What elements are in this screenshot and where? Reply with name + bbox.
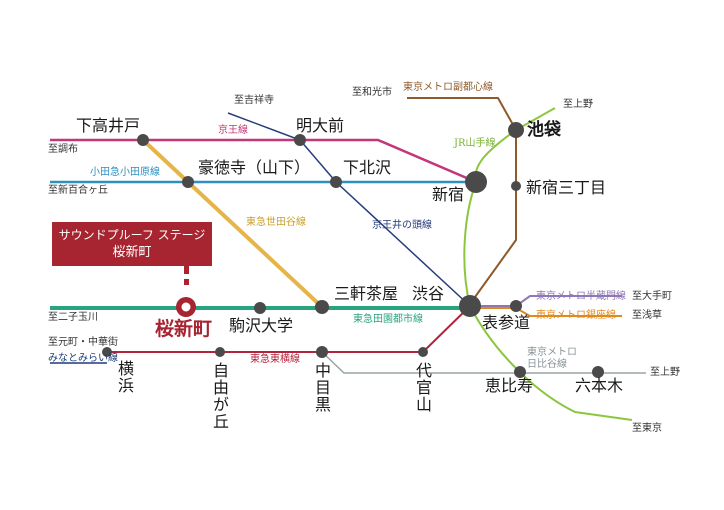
dest-otemachi: 至大手町 [632, 291, 672, 302]
dest-motomachi: 至元町・中華街 [48, 337, 118, 348]
dest-tokyo: 至東京 [632, 423, 662, 434]
keio-line [50, 138, 477, 184]
label-nakameguro: 中目黒 [312, 362, 331, 413]
hanzomon-line [470, 295, 622, 307]
station-shinjuku [465, 171, 487, 193]
station-sangenjaya [315, 300, 329, 314]
line-label-keio: 京王線 [218, 125, 248, 136]
line-label-toyoko: 東急東横線 [250, 354, 300, 365]
station-ebisu [514, 366, 526, 378]
ginza-line [470, 307, 622, 317]
callout-title: サウンドプルーフ ステージ [58, 228, 206, 242]
callout-pointer-dot [184, 279, 189, 285]
station-nakameguro [316, 346, 328, 358]
line-label-yamanote: JR山手線 [454, 138, 496, 149]
dest-kichijoji: 至吉祥寺 [234, 95, 274, 106]
line-label-setagaya: 東急世田谷線 [246, 217, 306, 228]
label-roppongi: 六本木 [575, 376, 624, 395]
label-meidaimae: 明大前 [296, 116, 345, 135]
station-shimokitazawa [330, 176, 342, 188]
station-omotesando [510, 300, 522, 312]
label-omotesando: 表参道 [482, 313, 531, 332]
label-daikanyama: 代官山 [413, 362, 432, 413]
label-yokohama: 横浜 [115, 360, 134, 394]
label-shibuya: 渋谷 [412, 284, 445, 303]
callout-pointer [184, 266, 189, 274]
hibiya-line [321, 351, 646, 374]
label-sakurashinmachi: 桜新町 [155, 318, 213, 340]
label-shinjuku: 新宿 [432, 185, 465, 204]
line-label-denentoshi: 東急田園都市線 [353, 314, 423, 325]
label-shimokitazawa: 下北沢 [343, 158, 392, 177]
line-label-inokashira: 京王井の頭線 [372, 220, 432, 231]
station-shibuya [459, 295, 481, 317]
station-yokohama [102, 347, 112, 357]
station-shimotakaido [137, 134, 149, 146]
label-shimotakaido: 下高井戸 [76, 116, 141, 135]
label-jiyugaoka: 自由が丘 [210, 362, 229, 430]
station-ikebukuro [508, 122, 524, 138]
label-gotokuji: 豪徳寺（山下） [198, 158, 311, 177]
line-label-ginza: 東京メトロ銀座線 [536, 310, 616, 321]
station-jiyugaoka [215, 347, 225, 357]
dest-shinyurigaoka: 至新百合ヶ丘 [48, 185, 108, 196]
dest-wakoshi: 至和光市 [352, 87, 392, 98]
dest-chofu: 至調布 [48, 144, 78, 155]
station-shinjuku-sanchome [511, 181, 521, 191]
yamanote-line [463, 107, 633, 421]
label-komazawa: 駒沢大学 [229, 316, 294, 335]
inokashira-line [227, 112, 471, 307]
dest-futakotamagawa: 至二子玉川 [48, 312, 98, 323]
station-meidaimae [294, 134, 306, 146]
line-label-fukutoshin: 東京メトロ副都心線 [403, 82, 493, 93]
callout-station: 桜新町 [112, 245, 152, 260]
line-label-hanzomon: 東京メトロ半蔵門線 [536, 291, 626, 302]
line-label-minatomirai: みなとみらい線 [48, 353, 118, 364]
station-daikanyama [418, 347, 428, 357]
station-sakurashinmachi-inner [181, 302, 191, 312]
station-komazawa [254, 302, 266, 314]
station-gotokuji [182, 176, 194, 188]
label-ebisu: 恵比寿 [485, 376, 534, 395]
dest-asakusa: 至浅草 [632, 310, 662, 321]
dest-ueno-top: 至上野 [563, 99, 593, 110]
line-label-hibiya-2: 日比谷線 [527, 359, 567, 370]
property-callout: サウンドプルーフ ステージ 桜新町 [52, 222, 212, 266]
label-sangenjaya: 三軒茶屋 [334, 284, 399, 303]
label-ikebukuro: 池袋 [527, 120, 561, 140]
label-shinjuku-sanchome: 新宿三丁目 [526, 178, 607, 197]
dest-ueno-right: 至上野 [650, 367, 680, 378]
station-roppongi [592, 366, 604, 378]
line-label-hibiya-1: 東京メトロ [527, 347, 577, 358]
line-label-odakyu: 小田急小田原線 [90, 167, 160, 178]
